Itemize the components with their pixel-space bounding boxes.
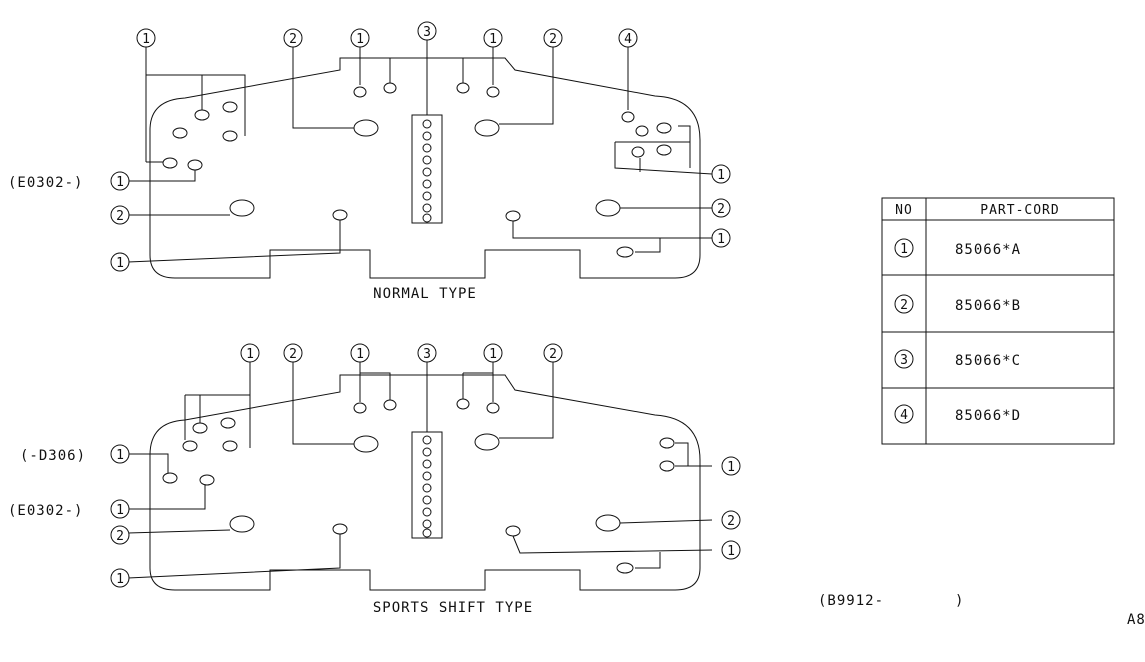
footer-range: (B9912-	[818, 593, 884, 609]
sports-bulb-1e	[505, 525, 521, 537]
sports-callout-right-2: 2	[727, 514, 735, 529]
footer-range-end: )	[955, 593, 964, 609]
sports-callout-left-d: 1	[116, 448, 124, 463]
normal-callout-t4: 4	[624, 32, 632, 47]
sports-2a-leader	[292, 362, 354, 445]
normal-callout-right-1b: 1	[717, 232, 725, 247]
normal-type-diagram: 1 2 1 3 1 2 4 1 2 1 1 2 1 (E0302-) NORMA…	[8, 21, 731, 302]
normal-callout-left-1: 1	[116, 256, 124, 271]
sports-callout-t2b: 2	[549, 347, 557, 362]
normal-top-center-bulbs	[353, 40, 500, 115]
normal-callout-t1b: 1	[356, 32, 364, 47]
normal-callout-right-1a: 1	[717, 168, 725, 183]
sports-callout-left-2: 2	[116, 529, 124, 544]
normal-1d-leader	[127, 220, 341, 263]
normal-bulb-1d	[332, 209, 348, 221]
sports-callout-left-1: 1	[116, 572, 124, 587]
normal-callout-t2a: 2	[289, 32, 297, 47]
table-row-part: 85066*B	[955, 298, 1021, 314]
sports-callout-left-e: 1	[116, 503, 124, 518]
normal-2a-leader	[292, 47, 354, 129]
sports-left-d-leader	[128, 453, 169, 473]
normal-bulb-1f	[616, 246, 634, 258]
table-row-no: 4	[900, 408, 908, 423]
table-row-no: 1	[900, 242, 908, 257]
table-row-part: 85066*A	[955, 242, 1021, 258]
normal-top-left-bulbs	[145, 47, 246, 171]
normal-bulb-1e	[505, 210, 521, 222]
normal-callout-right-2: 2	[717, 202, 725, 217]
sports-right-bulbs	[659, 437, 712, 472]
normal-bulb-2d	[595, 199, 621, 217]
sports-2c-leader	[127, 529, 231, 534]
sports-1e-leader	[512, 535, 713, 569]
normal-callout-t3: 3	[423, 25, 431, 40]
sports-1d-leader	[127, 534, 341, 579]
sports-strip-lamps	[422, 435, 432, 538]
sports-top-center-bulbs	[353, 360, 500, 432]
normal-callout-left-2: 2	[116, 209, 124, 224]
table-header-part: PART-CORD	[980, 203, 1059, 218]
normal-callout-t1c: 1	[489, 32, 497, 47]
footer-page-ref: A8	[1127, 612, 1145, 628]
normal-type-title: NORMAL TYPE	[373, 286, 477, 302]
normal-left-e-leader	[128, 170, 196, 182]
table-header-no: NO	[895, 203, 913, 218]
sports-bulb-2c	[229, 515, 255, 533]
sports-callout-t1b: 1	[356, 347, 364, 362]
sports-callout-t1a: 1	[246, 347, 254, 362]
sports-range-label-2: (E0302-)	[8, 503, 83, 519]
parts-table: NO PART-CORD 1 85066*A 2 85066*B 3 85066…	[881, 197, 1115, 445]
normal-bulb-2a	[353, 119, 379, 137]
normal-bulb-2c	[229, 199, 255, 217]
table-row-part: 85066*D	[955, 408, 1021, 424]
sports-cluster-outline	[149, 374, 701, 591]
table-row-no: 3	[900, 353, 908, 368]
sports-callout-t1c: 1	[489, 347, 497, 362]
sports-callout-t3: 3	[423, 347, 431, 362]
normal-callout-t2b: 2	[549, 32, 557, 47]
sports-2b-leader	[499, 362, 554, 439]
normal-range-label: (E0302-)	[8, 175, 83, 191]
sports-2d-leader	[619, 519, 713, 524]
sports-top-left-bulbs	[162, 362, 251, 486]
normal-1e-leader	[512, 221, 712, 253]
sports-bulb-2d	[595, 514, 621, 532]
sports-bulb-1d	[332, 523, 348, 535]
table-row-no: 2	[900, 298, 908, 313]
sports-range-label-1: (-D306)	[20, 448, 86, 464]
sports-bulb-1f	[616, 562, 634, 574]
normal-callout-tl: 1	[142, 32, 150, 47]
sports-callouts: 1 2 1 3 1 2 1 1 2 1 1 2 1	[110, 343, 741, 588]
sports-callout-t2a: 2	[289, 347, 297, 362]
normal-callouts: 1 2 1 3 1 2 4 1 2 1 1 2 1	[110, 21, 731, 272]
sports-bulb-2a	[353, 435, 379, 453]
sports-type-title: SPORTS SHIFT TYPE	[373, 600, 533, 616]
normal-strip-lamps	[422, 119, 432, 223]
sports-callout-right-1b: 1	[727, 544, 735, 559]
normal-callout-left-e: 1	[116, 175, 124, 190]
normal-bulb-2b	[474, 119, 500, 137]
table-row-part: 85066*C	[955, 353, 1021, 369]
sports-left-e-leader	[128, 485, 206, 510]
normal-cluster-outline	[149, 57, 701, 279]
normal-right-bulbs	[614, 47, 713, 175]
sports-bulb-2b	[474, 433, 500, 451]
normal-2b-leader	[499, 47, 554, 125]
sports-callout-right-1a: 1	[727, 460, 735, 475]
sports-type-diagram: 1 2 1 3 1 2 1 1 2 1 1 2 1 (-D306) (E0302…	[8, 343, 741, 616]
